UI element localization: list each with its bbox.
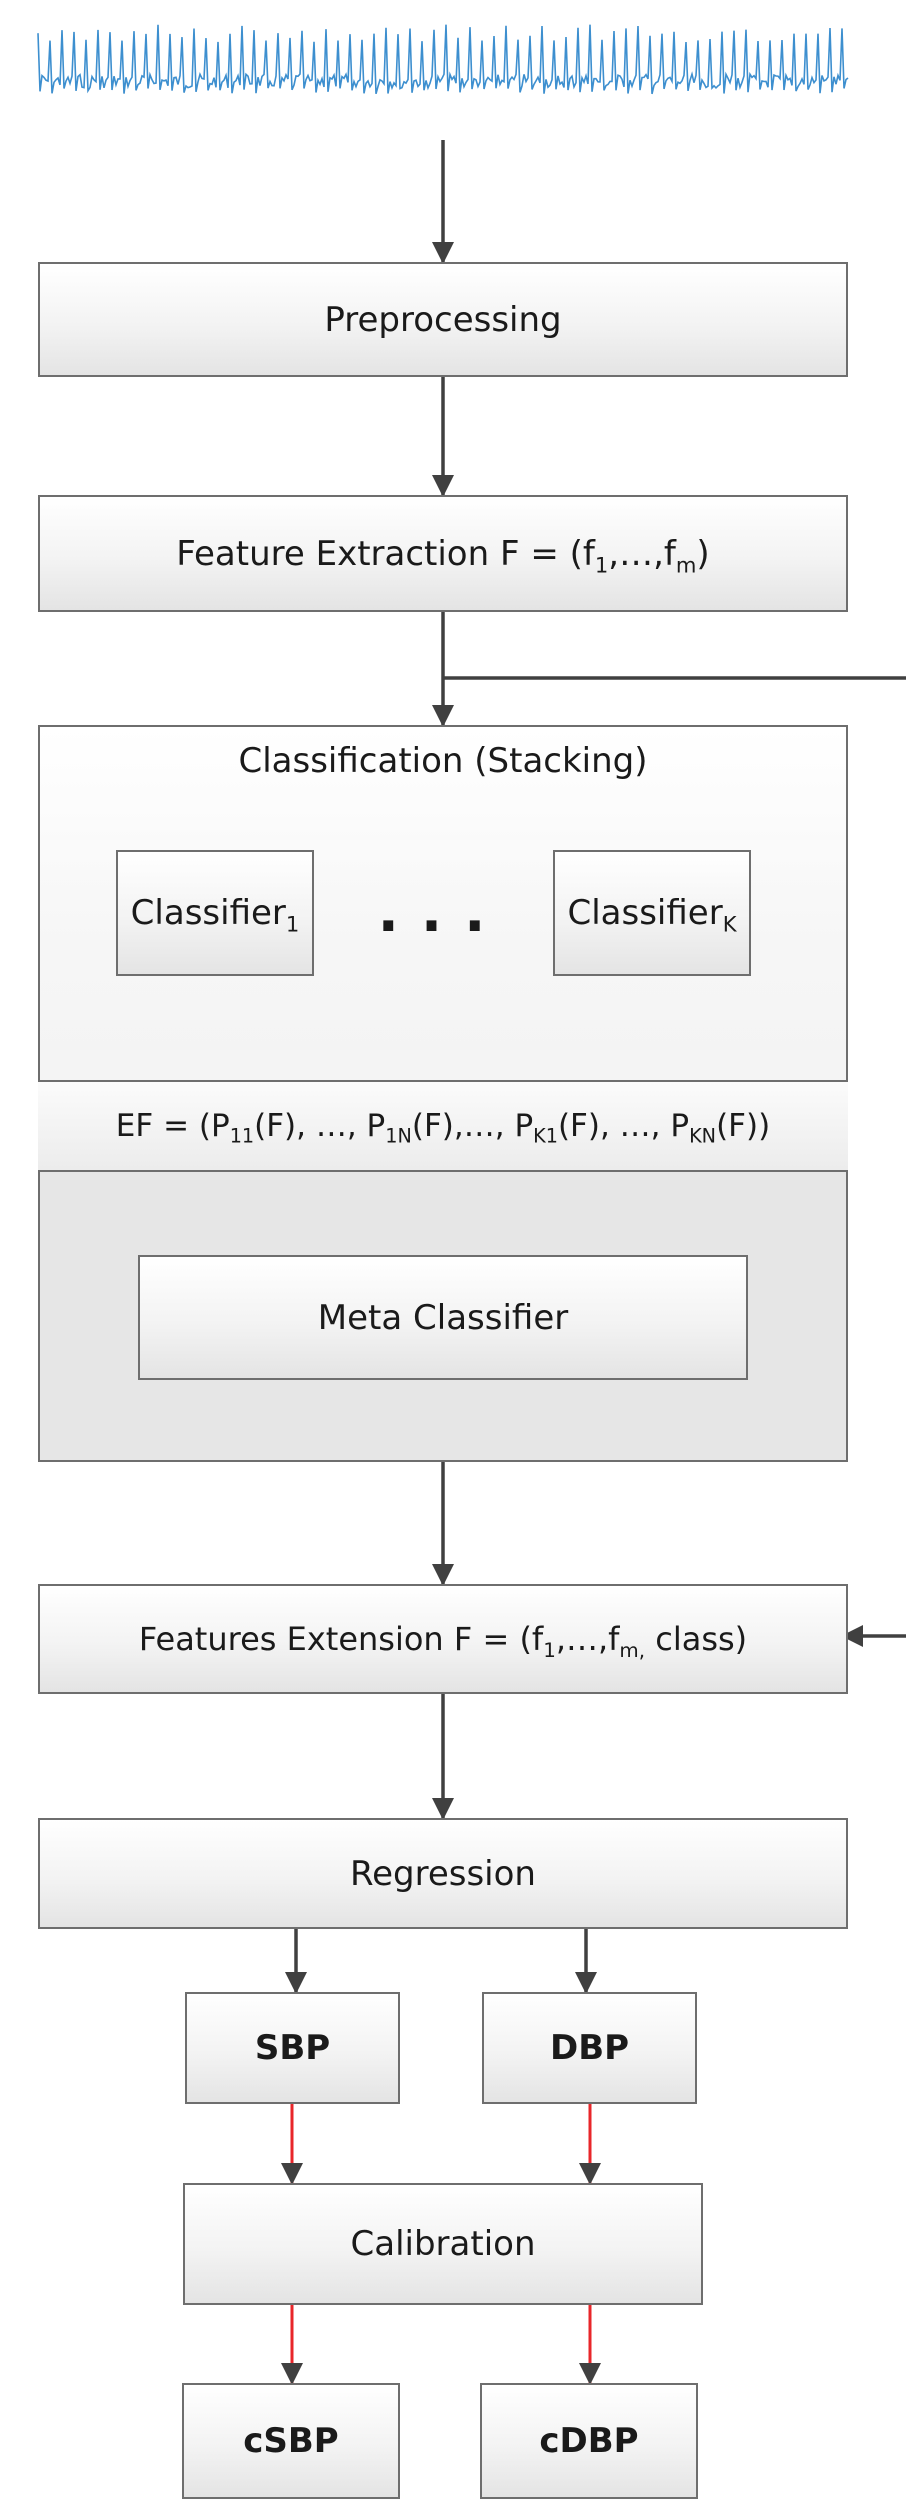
sbp-label: SBP	[254, 2028, 331, 2068]
csbp-label: cSBP	[243, 2421, 339, 2461]
classifier-ellipsis: ...	[377, 880, 508, 945]
signal-waveform	[37, 24, 849, 95]
ef-formula-band: EF = (P11(F), …, P1N(F),…, PK1(F), …, PK…	[38, 1080, 848, 1172]
ef-formula-label: EF = (P11(F), …, P1N(F),…, PK1(F), …, PK…	[115, 1108, 771, 1148]
dbp-box: DBP	[482, 1992, 697, 2104]
regression-label: Regression	[350, 1853, 536, 1894]
calibration-label: Calibration	[350, 2224, 536, 2264]
cdbp-box: cDBP	[480, 2383, 698, 2499]
features-extension-box: Features Extension F = (f1,…,fm, class)	[38, 1584, 848, 1694]
classifier-1-label: Classifier1	[130, 893, 300, 937]
features-extension-label: Features Extension F = (f1,…,fm, class)	[138, 1620, 748, 1662]
dbp-label: DBP	[549, 2028, 630, 2068]
csbp-box: cSBP	[182, 2383, 400, 2499]
classifier-k-label: ClassifierK	[567, 893, 737, 937]
classifier-k-box: ClassifierK	[553, 850, 751, 976]
feature-extraction-box: Feature Extraction F = (f1,…,fm)	[38, 495, 848, 612]
calibration-box: Calibration	[183, 2183, 703, 2305]
classifier-1-box: Classifier1	[116, 850, 314, 976]
preprocessing-label: Preprocessing	[324, 299, 562, 340]
cdbp-label: cDBP	[539, 2421, 639, 2461]
classification-title: Classification (Stacking)	[238, 741, 648, 781]
arrow-bypass-to-extension	[443, 676, 906, 1647]
feature-extraction-label: Feature Extraction F = (f1,…,fm)	[176, 533, 710, 577]
meta-classifier-label: Meta Classifier	[317, 1297, 569, 1338]
meta-classifier-box: Meta Classifier	[138, 1255, 748, 1380]
preprocessing-box: Preprocessing	[38, 262, 848, 377]
regression-box: Regression	[38, 1818, 848, 1929]
sbp-box: SBP	[185, 1992, 400, 2104]
